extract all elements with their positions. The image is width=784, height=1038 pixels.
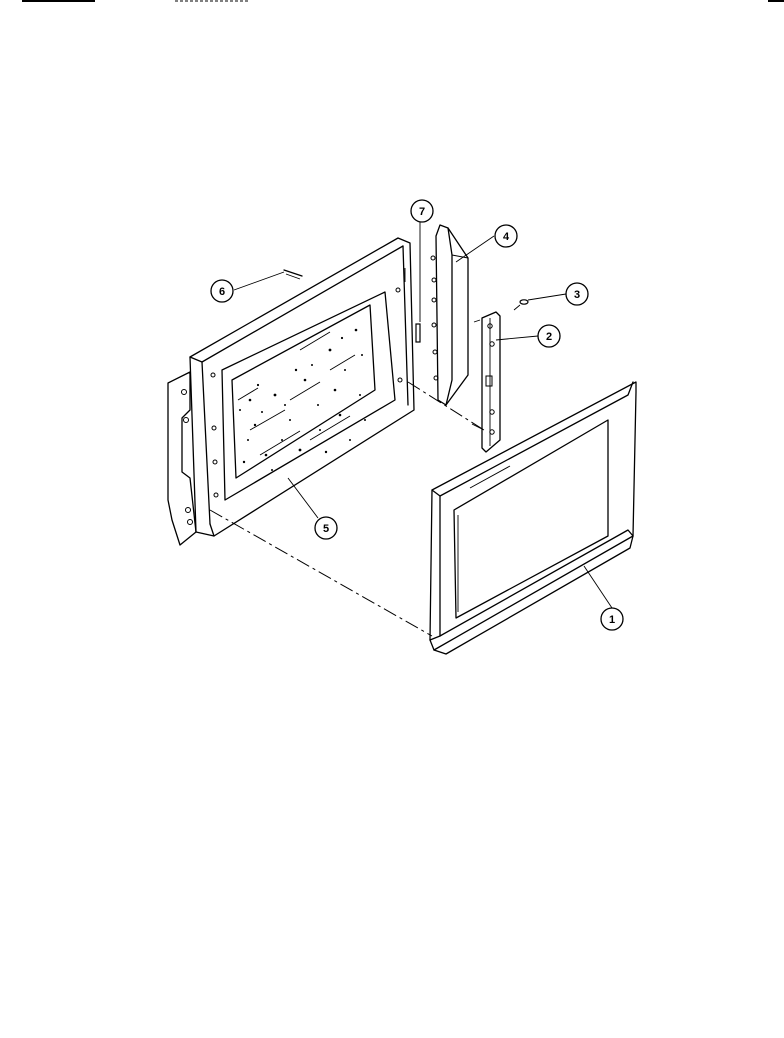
leader-lines — [233, 222, 613, 609]
callout-5: 5 — [314, 516, 338, 540]
callout-6: 6 — [210, 279, 234, 303]
glass-texture — [239, 328, 366, 471]
pin-part-7 — [415, 323, 421, 343]
svg-text:3: 3 — [574, 289, 580, 301]
callout-2: 2 — [537, 324, 561, 348]
svg-text:4: 4 — [503, 231, 510, 243]
callout-1: 1 — [600, 607, 624, 631]
svg-text:6: 6 — [219, 286, 225, 298]
hinge-bracket-part-2 — [471, 311, 501, 453]
svg-text:7: 7 — [419, 206, 425, 218]
callout-3: 3 — [565, 282, 589, 306]
door-frame-part-5 — [167, 237, 415, 546]
assembly-lines — [209, 381, 485, 637]
side-channel-part-4 — [430, 224, 469, 406]
svg-text:2: 2 — [546, 331, 552, 343]
svg-text:1: 1 — [609, 614, 615, 626]
callout-7: 7 — [410, 199, 434, 223]
callout-4: 4 — [494, 224, 518, 248]
outer-panel-part-1 — [429, 381, 637, 655]
flange-holes — [181, 287, 403, 525]
screw-part-3 — [513, 299, 529, 311]
rod-part-6 — [283, 269, 303, 280]
svg-text:5: 5 — [323, 523, 329, 535]
